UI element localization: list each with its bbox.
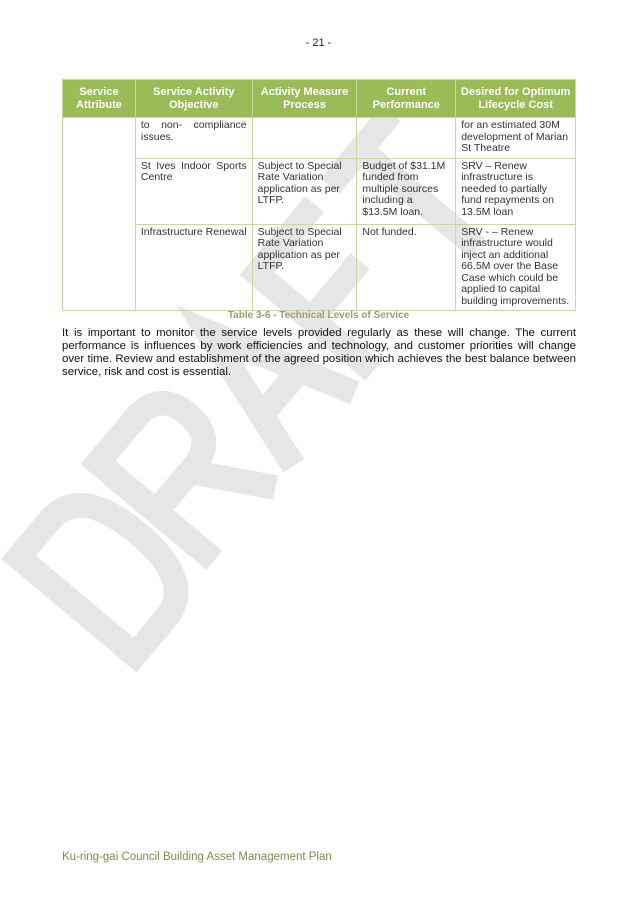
table-cell: Subject to Special Rate Variation applic… — [251, 223, 358, 311]
page-number: - 21 - — [305, 37, 332, 49]
page-footer: Ku-ring-gai Council Building Asset Manag… — [62, 851, 332, 863]
table-header-row: Service Attribute Service Activity Objec… — [62, 79, 576, 118]
table-cell: Not funded. — [356, 223, 457, 311]
table-row: St Ives Indoor Sports Centre Subject to … — [63, 157, 576, 225]
table-caption: Table 3-6 - Technical Levels of Service — [227, 310, 410, 321]
table-cell — [356, 117, 457, 159]
table-cell: for an estimated 30M development of Mari… — [455, 117, 576, 159]
table-cell: SRV - – Renew infrastructure would injec… — [455, 223, 576, 311]
watermark-letter-r — [80, 390, 278, 570]
body-paragraph: It is important to monitor the service l… — [62, 327, 576, 378]
table-row: to non- compliance issues. for an estima… — [62, 117, 576, 311]
column-header: Service Attribute — [62, 79, 136, 118]
column-header: Current Performance — [356, 79, 457, 118]
technical-levels-table: Service Attribute Service Activity Objec… — [62, 79, 576, 311]
table-cell — [251, 117, 358, 159]
table-cell: to non- compliance issues. — [134, 117, 253, 159]
column-header: Activity Measure Process — [251, 79, 358, 118]
table-cell: Budget of $31.1M funded from multiple so… — [356, 157, 457, 225]
table-row: Infrastructure Renewal Subject to Specia… — [63, 223, 576, 311]
column-header: Service Activity Objective — [134, 79, 253, 118]
table-cell: St Ives Indoor Sports Centre — [134, 157, 253, 225]
watermark-letter-d — [1, 493, 189, 673]
table-cell — [62, 117, 136, 311]
table-cell: SRV – Renew infrastructure is needed to … — [455, 157, 576, 225]
table-cell: Infrastructure Renewal — [134, 223, 253, 311]
column-header: Desired for Optimum Lifecycle Cost — [455, 79, 576, 118]
table-cell: Subject to Special Rate Variation applic… — [251, 157, 358, 225]
